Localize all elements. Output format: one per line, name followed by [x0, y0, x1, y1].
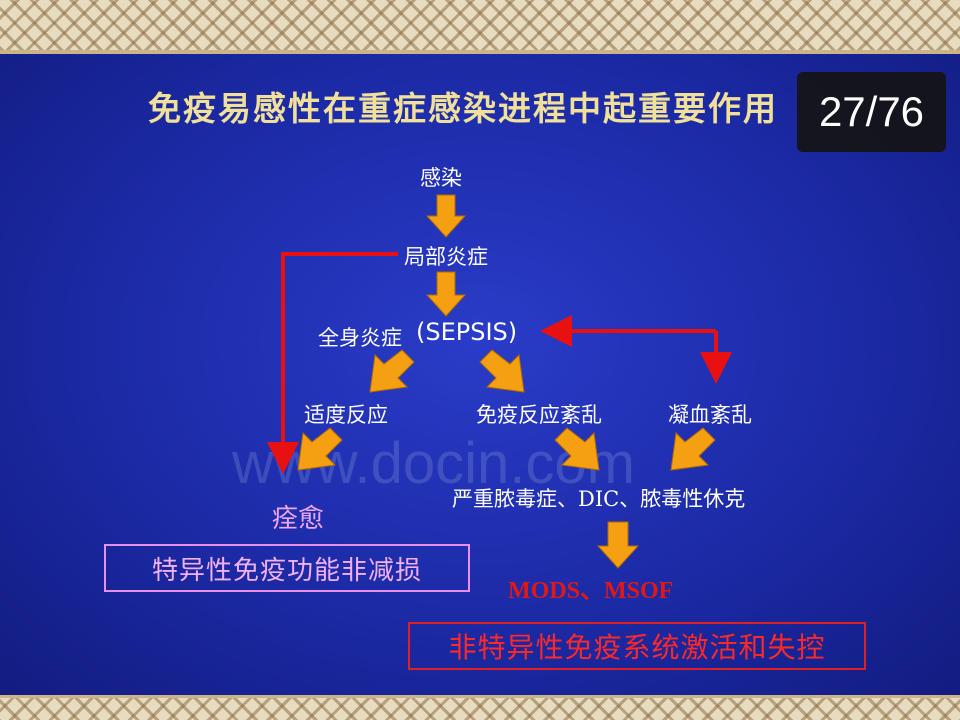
node-local-inflammation: 局部炎症 — [404, 245, 488, 269]
arrow-diag-severe-left — [554, 427, 600, 471]
node-recovery: 痊愈 — [272, 504, 325, 534]
slide-body — [0, 54, 960, 695]
node-infection: 感染 — [420, 166, 462, 190]
page-indicator: 27/76 — [797, 72, 946, 152]
node-systemic-inflammation: 全身炎症 — [318, 326, 402, 350]
arrow-diag-immune — [479, 349, 525, 393]
arrow-down-mods — [596, 521, 640, 569]
decorative-border-bottom — [0, 695, 960, 720]
arrow-diag-recovery — [297, 427, 343, 471]
node-moderate-response: 适度反应 — [304, 403, 388, 427]
red-line-to-recovery — [267, 252, 398, 474]
arrow-diag-moderate — [369, 349, 415, 393]
arrow-down-infection — [425, 194, 467, 238]
slide-title: 免疫易感性在重症感染进程中起重要作用 — [148, 89, 778, 128]
node-sepsis: (SEPSIS) — [416, 318, 518, 346]
arrow-down-local — [425, 271, 467, 317]
box-specific-immunity: 特异性免疫功能非减损 — [104, 544, 470, 592]
node-coagulation-disorder: 凝血紊乱 — [668, 403, 752, 427]
box-nonspecific-immunity: 非特异性免疫系统激活和失控 — [408, 622, 866, 670]
node-mods: MODS、MSOF — [508, 578, 674, 604]
node-severe-outcomes: 严重脓毒症、DIC、脓毒性休克 — [452, 487, 746, 511]
node-immune-disorder: 免疫反应紊乱 — [476, 403, 602, 427]
decorative-border-top — [0, 0, 960, 54]
arrow-diag-severe-right — [670, 427, 716, 471]
